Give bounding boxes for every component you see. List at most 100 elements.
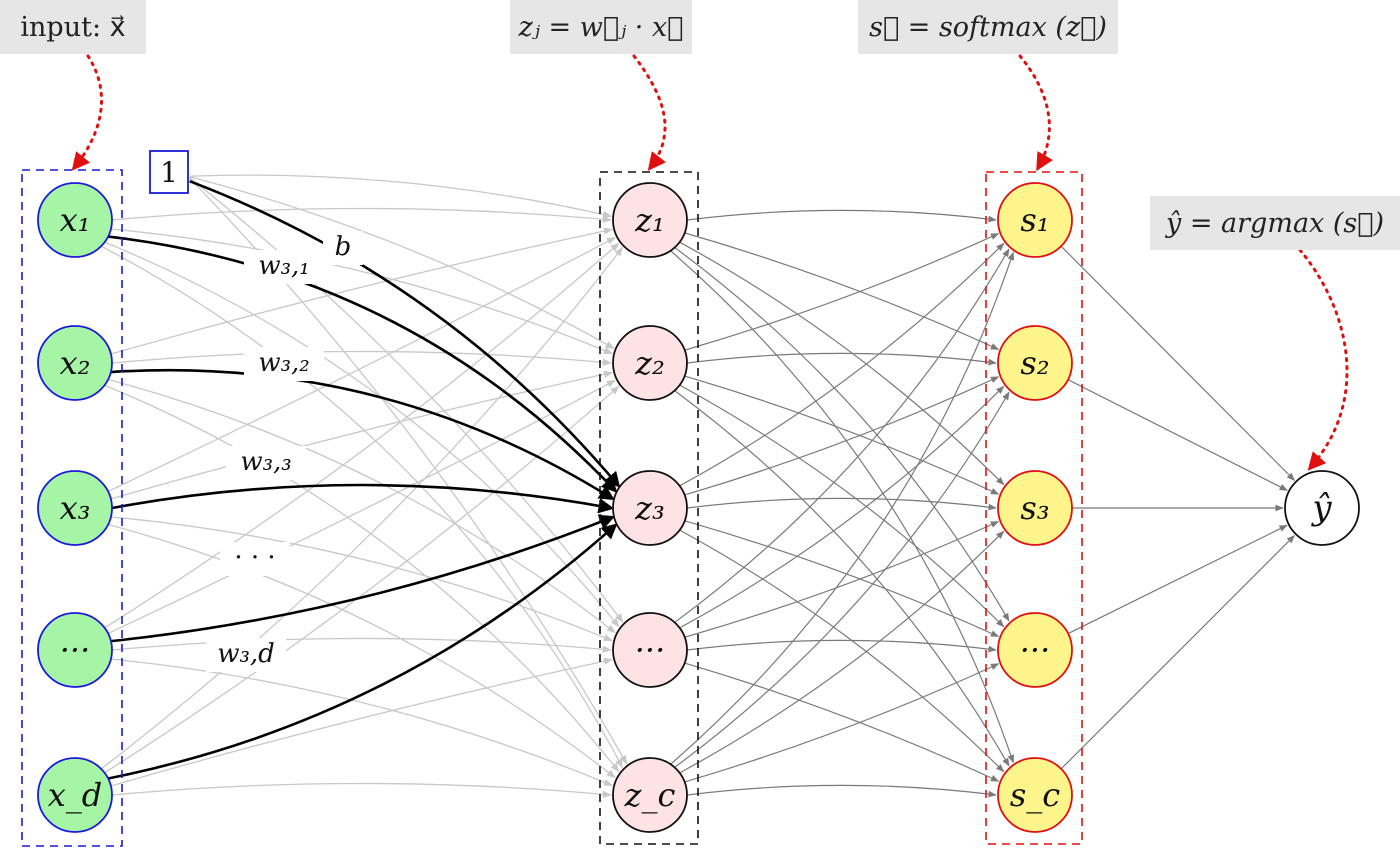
- edge-z0-s2: [679, 241, 1005, 486]
- s-node-2-circle: [997, 325, 1073, 401]
- edge-x1-z3: [110, 368, 615, 501]
- z-node-2-label: z₂: [634, 344, 665, 382]
- edge-label-dots: · · ·: [234, 543, 275, 573]
- edge-x3-z0: [104, 242, 620, 629]
- input-node-2: x₂: [37, 325, 113, 401]
- z-node-4-circle: [612, 612, 688, 688]
- edge-z3-s1: [679, 385, 1005, 629]
- s-node-4: ···: [997, 612, 1073, 688]
- edge-z4-s4: [686, 784, 997, 798]
- edge-x3-z3: [110, 514, 616, 643]
- s-node-4-label: ···: [1020, 631, 1051, 669]
- z-node-3-label: z₃: [634, 489, 665, 527]
- z-node-3-circle: [612, 470, 688, 546]
- edge-x0-z3: [104, 241, 620, 628]
- edge-label-w33: w₃,₃: [240, 447, 291, 477]
- edge-x2-z1: [110, 370, 614, 500]
- edge-s0-y: [1060, 245, 1296, 481]
- input-callout-text: input: x⃗: [20, 11, 126, 43]
- edge-x1-z1: [111, 350, 612, 366]
- z-definition-text: zⱼ = w⃗ⱼ · x⃗: [518, 11, 684, 43]
- s-node-3: s₃: [997, 470, 1073, 546]
- input-node-2-label: x₂: [60, 344, 91, 382]
- edge-z2-s1: [684, 376, 1000, 496]
- z-node-2: z₂: [612, 325, 688, 401]
- input-to-z-edges: [100, 174, 628, 798]
- edge-z2-s3: [684, 520, 1000, 638]
- input-node-4-circle: [37, 612, 113, 688]
- input-node-1-circle: [37, 182, 113, 258]
- s-node-5-label: s_c: [1010, 776, 1060, 814]
- label-bg-w31: [244, 250, 324, 284]
- label-bg-dots: [220, 542, 290, 576]
- weight-labels: bw₃,₁w₃,₂w₃,₃· · ·w₃,d: [206, 231, 363, 672]
- edge-z4-s1: [674, 391, 1010, 768]
- softmax-callout: s⃗ = softmax (z⃗): [858, 0, 1118, 54]
- edge-bias-z1: [189, 176, 615, 349]
- edge-label-b: b: [335, 232, 352, 262]
- z-node-4: ···: [612, 612, 688, 688]
- bias-node: 1: [149, 150, 189, 194]
- z-layer-box: [599, 171, 699, 845]
- input-node-5-label: x_d: [48, 776, 103, 814]
- z-node-5-circle: [612, 757, 688, 833]
- argmax-callout-text: ŷ = argmax (s⃗): [1166, 207, 1384, 239]
- edge-x3-z3: [111, 637, 612, 653]
- edge-x4-z3: [107, 523, 618, 780]
- edge-z0-s1: [684, 232, 1000, 350]
- edge-x2-z3: [110, 516, 613, 642]
- bias-node-label: 1: [160, 156, 178, 189]
- s-node-4-circle: [997, 612, 1073, 688]
- z-node-2-circle: [612, 325, 688, 401]
- z-node-5-label: z_c: [624, 776, 676, 814]
- edge-label-w31: w₃,₁: [258, 251, 309, 281]
- edge-x1-z3: [107, 378, 616, 634]
- z-to-s-edges: [670, 209, 1015, 798]
- edge-x0-z3: [107, 235, 618, 493]
- z-node-1-label: z₁: [634, 201, 665, 239]
- label-bg-w33: [226, 446, 306, 480]
- softmax-callout-text: s⃗ = softmax (z⃗): [869, 11, 1107, 43]
- edge-z0-s0: [686, 209, 997, 223]
- input-node-5: x_d: [37, 757, 113, 833]
- input-node-3-label: x₃: [60, 489, 91, 527]
- y-callout-pointer: [1298, 248, 1349, 471]
- edge-bias-z0: [189, 174, 613, 219]
- edge-x2-z4: [107, 523, 616, 779]
- argmax-callout: ŷ = argmax (s⃗): [1150, 196, 1400, 250]
- z-node-3: z₃: [612, 470, 688, 546]
- s-node-5: s_c: [997, 757, 1073, 833]
- edge-z3-s2: [684, 520, 1000, 638]
- edge-bias-z3: [189, 179, 621, 488]
- edge-z4-s0: [670, 251, 1015, 765]
- z-node-5: z_c: [612, 757, 688, 833]
- output-node: ŷ: [1284, 470, 1360, 546]
- input-callout-pointer: [71, 54, 104, 171]
- edge-x1-z0: [110, 227, 614, 355]
- edge-z3-s0: [674, 248, 1010, 623]
- input-node-3: x₃: [37, 470, 113, 546]
- s-callout-pointer: [1018, 54, 1053, 172]
- edge-x3-z4: [110, 658, 614, 787]
- edge-z1-s2: [684, 375, 1000, 495]
- input-node-2-circle: [37, 325, 113, 401]
- edge-label-w3d: w₃,d: [217, 639, 275, 669]
- label-bg-w32: [244, 347, 324, 381]
- edge-x4-z1: [104, 385, 620, 774]
- edge-x2-z3: [111, 483, 615, 514]
- edge-z1-s4: [674, 390, 1010, 767]
- edge-z4-s2: [679, 530, 1005, 774]
- edge-bias-z3: [188, 176, 624, 623]
- edge-x3-z1: [107, 379, 616, 635]
- s-node-3-label: s₃: [1020, 489, 1049, 527]
- edge-z1-s0: [684, 233, 1000, 351]
- s-to-output-edges: [1060, 245, 1296, 770]
- input-node-1-label: x₁: [60, 201, 91, 239]
- edge-s1-y: [1067, 379, 1288, 491]
- edge-z0-s4: [670, 250, 1015, 764]
- edge-x4-z4: [111, 782, 612, 798]
- s-node-1-label: s₁: [1020, 201, 1049, 239]
- edge-x4-z3: [110, 657, 614, 787]
